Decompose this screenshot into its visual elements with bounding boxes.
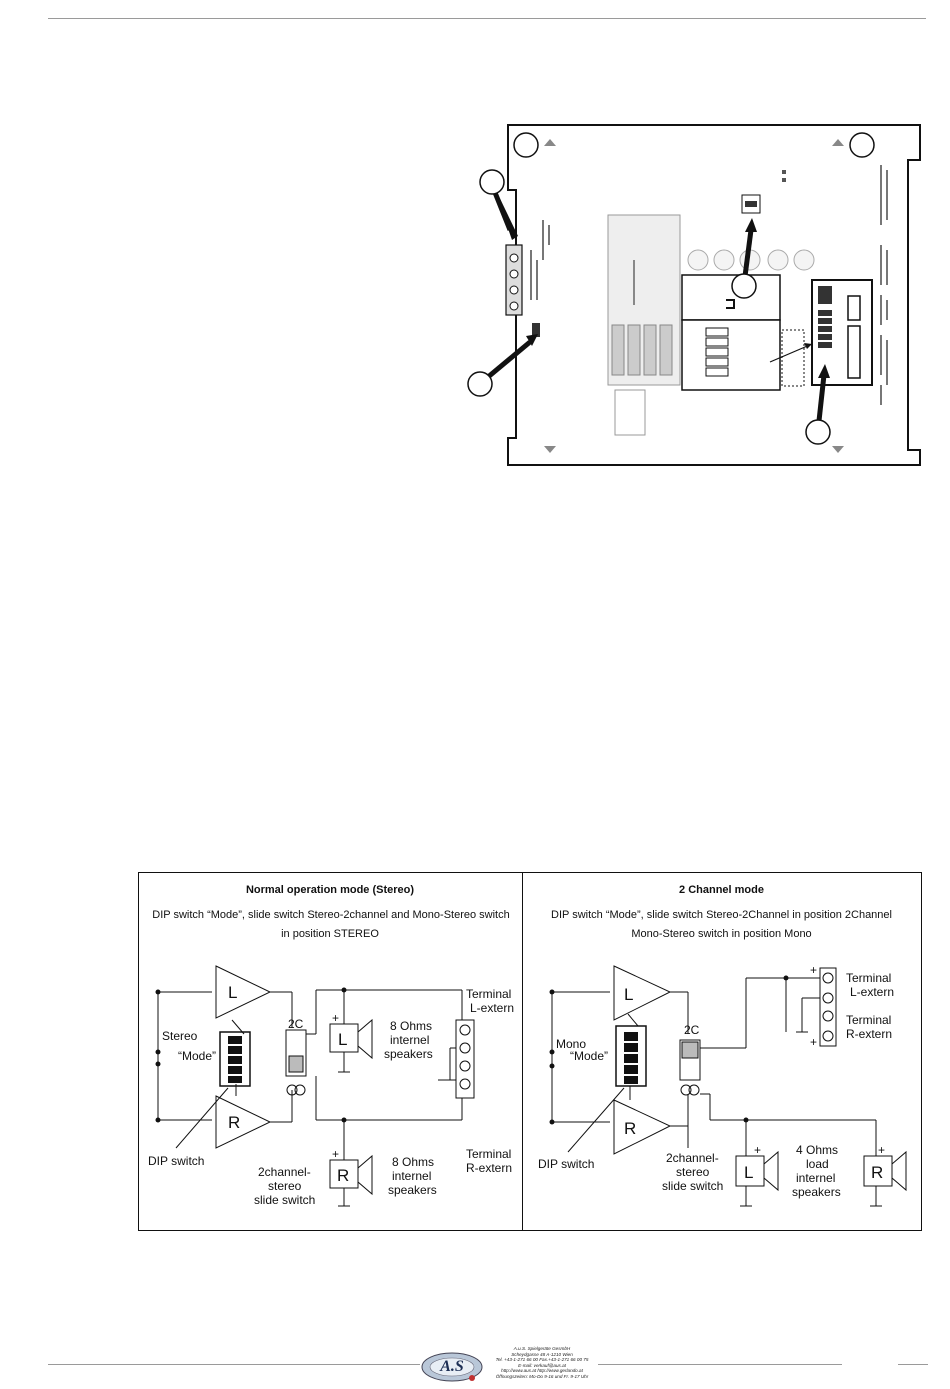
stereo-dip-switch-label: DIP switch (148, 1154, 204, 1168)
twochannel-amp-l-label: L (624, 985, 633, 1004)
stereo-ohms-bottom-line3: speakers (388, 1183, 437, 1197)
stereo-amp-r-label: R (228, 1113, 240, 1132)
stereo-wiring-diagram: L R Stereo “Mode” DIP switch 2C 2channel… (148, 965, 514, 1207)
twochannel-mono-label: Mono (556, 1037, 586, 1051)
diagram-divider (522, 872, 523, 1230)
footer-rule-right (598, 1364, 842, 1365)
twochannel-ohms-line4: speakers (792, 1185, 841, 1199)
stereo-label: Stereo (162, 1029, 198, 1043)
twochannel-slide-label-line2: stereo (676, 1165, 710, 1179)
stereo-slide-label-line1: 2channel- (258, 1165, 311, 1179)
stereo-plus-bottom: + (332, 1147, 339, 1161)
stereo-slide-label-line2: stereo (268, 1179, 302, 1193)
stereo-ohms-bottom-line2: internel (392, 1169, 431, 1183)
stereo-panel-subtitle-line2: in position STEREO (281, 928, 379, 940)
stereo-ohms-top-line1: 8 Ohms (390, 1019, 432, 1033)
twochannel-plus-term-top: + (810, 963, 817, 977)
stereo-ohms-bottom-line1: 8 Ohms (392, 1155, 434, 1169)
twochannel-slide-label-line3: slide switch (662, 1179, 723, 1193)
twochannel-wiring-diagram: L R Mono “Mode” DIP switch 2C 2channel- … (538, 963, 907, 1207)
stereo-panel-subtitle-line1: DIP switch “Mode”, slide switch Stereo-2… (152, 909, 510, 921)
footer-rule-far-right (898, 1364, 928, 1365)
footer-address-block: A.u.S. Spielgeräte GesmbH Scheydgasse 48… (486, 1346, 598, 1380)
twochannel-ohms-line3: internel (796, 1171, 835, 1185)
footer-rule-left (48, 1364, 420, 1365)
twochannel-mode-label: “Mode” (570, 1049, 608, 1063)
twochannel-ohms-line1: 4 Ohms (796, 1143, 838, 1157)
twochannel-dip-switch-label: DIP switch (538, 1157, 594, 1171)
footer-address: Scheydgasse 48 A-1210 Wien (511, 1351, 573, 1357)
twochannel-terminal-r-line2: R-extern (846, 1027, 892, 1041)
stereo-amp-l-label: L (228, 983, 237, 1002)
stereo-mode-label: “Mode” (178, 1049, 216, 1063)
logo-emblem-icon: A.S (421, 1352, 483, 1382)
twochannel-2c-label: 2C (684, 1023, 700, 1037)
pcb-board-figure (467, 124, 921, 466)
footer-email: E-mail: verkauf@aus.at (518, 1362, 566, 1368)
stereo-ohms-top-line3: speakers (384, 1047, 433, 1061)
footer-hours: Öffnungszeiten: Mo-Do 9-16 und Fr. 9-17 … (495, 1373, 589, 1379)
stereo-spk-r-label: R (337, 1166, 349, 1185)
logo-text: A.S (439, 1358, 464, 1375)
stereo-terminal-l-line1: Terminal (466, 987, 511, 1001)
twochannel-plus-l: + (754, 1143, 761, 1157)
footer-phone: Tel. +43-1-271 66 00 Fax.+43-1-271 66 00… (495, 1357, 589, 1363)
twochannel-spk-l-label: L (744, 1163, 753, 1182)
twochannel-plus-r: + (878, 1143, 885, 1157)
twochannel-ohms-line2: load (806, 1157, 829, 1171)
twochannel-amp-r-label: R (624, 1119, 636, 1138)
diagram-frame (138, 872, 922, 1231)
stereo-terminal-r-line1: Terminal (466, 1147, 511, 1161)
twochannel-panel-title: 2 Channel mode (679, 884, 764, 896)
stereo-terminal-r-line2: R-extern (466, 1161, 512, 1175)
twochannel-terminal-l-line1: Terminal (846, 971, 891, 985)
twochannel-terminal-l-line2: L-extern (850, 985, 894, 999)
footer-company: A.u.S. Spielgeräte GesmbH (513, 1346, 571, 1351)
stereo-terminal-l-line2: L-extern (470, 1001, 514, 1015)
stereo-slide-label-line3: slide switch (254, 1193, 315, 1207)
company-logo: A.S (420, 1346, 484, 1384)
stereo-2c-label: 2C (288, 1017, 304, 1031)
stereo-panel-title: Normal operation mode (Stereo) (245, 884, 415, 896)
footer-web: http://www.aus.at http://www.gerlando.at (501, 1368, 583, 1374)
top-rule (48, 18, 926, 19)
stereo-ohms-top-line2: internel (390, 1033, 429, 1047)
stereo-spk-l-label: L (338, 1030, 347, 1049)
twochannel-slide-label-line1: 2channel- (666, 1151, 719, 1165)
stereo-plus-top: + (332, 1011, 339, 1025)
twochannel-terminal-r-line1: Terminal (846, 1013, 891, 1027)
twochannel-panel-subtitle-line2: Mono-Stereo switch in position Mono (631, 928, 812, 940)
twochannel-plus-term-bottom: + (810, 1035, 817, 1049)
twochannel-spk-r-label: R (871, 1163, 883, 1182)
twochannel-panel-subtitle-line1: DIP switch “Mode”, slide switch Stereo-2… (551, 909, 892, 921)
